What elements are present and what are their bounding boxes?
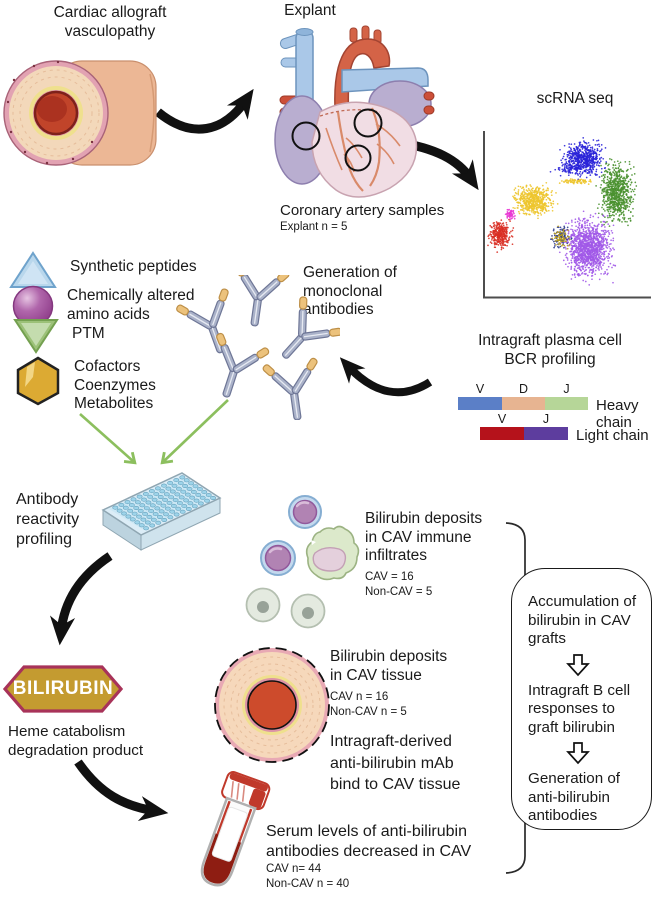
bilirubin-hexagon-shape — [2, 665, 124, 713]
serum-finding-counts: CAV n= 44 Non-CAV n = 40 — [266, 863, 350, 890]
heavy-j-label: J — [563, 382, 570, 396]
heart-icon — [274, 25, 435, 198]
immune-finding-counts: CAV = 16 Non-CAV = 5 — [365, 571, 433, 598]
light-v-segment — [480, 427, 524, 440]
bilirubin-hexagon-icon — [2, 665, 124, 713]
heavy-d-segment — [502, 397, 545, 410]
lymphocyte-icon — [288, 495, 322, 529]
arrow-plate-to-bilirubin-icon — [49, 552, 113, 646]
immune-finding-title: Bilirubin deposits in CAV immune infiltr… — [365, 510, 483, 565]
monoclonal-label: Generation of monoclonal antibodies — [303, 264, 397, 319]
immune-cells-icon — [245, 495, 360, 629]
legend-label: Chemically altered amino acids — [67, 287, 195, 323]
down-block-arrow-icon — [566, 742, 590, 765]
bilirubin-caption: Heme catabolism degradation product — [8, 723, 144, 759]
cav-title: Cardiac allograft vasculopathy — [53, 4, 167, 40]
umap-plot — [483, 131, 651, 299]
hexagon-icon — [16, 356, 60, 406]
vessel-cylinder-icon — [3, 60, 157, 166]
antibody-cluster-icon — [173, 275, 340, 420]
mab-finding-title: Intragraft-derived anti-bilirubin mAb bi… — [330, 733, 461, 794]
lymphocyte-icon — [260, 540, 296, 576]
bilirubin-badge: BILIRUBIN — [2, 664, 124, 714]
heavy-chain-caption: Heavy chain — [596, 397, 639, 431]
green-arrow-antibodies-icon — [160, 399, 229, 465]
legend-item-chem-altered: Chemically altered amino acids — [11, 284, 195, 328]
legend-label: PTM — [72, 325, 105, 342]
heavy-j-segment — [545, 397, 588, 410]
light-j-segment — [524, 427, 568, 440]
heavy-v-label: V — [475, 382, 485, 396]
heavy-v-segment — [458, 397, 502, 410]
arrow-bilirubin-to-tube-icon — [74, 759, 169, 821]
explant-label: Explant — [284, 2, 336, 19]
light-j-label: J — [542, 412, 550, 426]
tissue-finding-title: Bilirubin deposits in CAV tissue — [330, 648, 448, 684]
legend-item-cofactors: Cofactors Coenzymes Metabolites — [14, 356, 156, 414]
serum-finding-title: Serum levels of anti-bilirubin antibodie… — [266, 823, 472, 860]
summary-step-2: Intragraft B cell responses to graft bil… — [528, 681, 631, 736]
summary-step-1: Accumulation of bilirubin in CAV grafts — [528, 593, 637, 648]
bilirubin-badge-label: BILIRUBIN — [12, 678, 114, 699]
triangle-down-icon — [13, 319, 59, 354]
monocyte-icon — [245, 587, 281, 623]
coronary-caption: Coronary artery samples — [280, 202, 445, 219]
reactivity-label: Antibody reactivity profiling — [16, 491, 80, 548]
green-arrow-antigens-icon — [79, 413, 137, 465]
summary-box: Accumulation of bilirubin in CAV grafts … — [511, 568, 652, 830]
macrophage-icon — [305, 525, 360, 581]
heavy-d-label: D — [518, 382, 529, 396]
umap-dots — [487, 137, 638, 286]
legend-label: Cofactors Coenzymes Metabolites — [74, 358, 156, 413]
scrna-label: scRNA seq — [536, 90, 614, 107]
light-chain-caption: Light chain — [576, 427, 649, 444]
legend-item-synthetic-peptides: Synthetic peptides — [8, 250, 197, 290]
arrow-bcr-to-antibodies-icon — [339, 357, 433, 397]
light-v-label: V — [497, 412, 507, 426]
summary-step-3: Generation of anti-bilirubin antibodies — [528, 770, 621, 825]
vessel-cross-section-icon — [214, 647, 330, 763]
down-block-arrow-icon — [566, 653, 590, 676]
monocyte-icon — [290, 593, 326, 629]
explant-n: Explant n = 5 — [280, 221, 348, 233]
bcr-title: Intragraft plasma cell BCR profiling — [478, 332, 622, 368]
legend-label: Synthetic peptides — [70, 258, 197, 275]
tissue-finding-counts: CAV n = 16 Non-CAV n = 5 — [330, 691, 407, 718]
blood-tube-icon — [174, 764, 284, 900]
arrow-vessel-to-heart-icon — [155, 88, 254, 134]
legend-item-ptm: PTM — [12, 318, 105, 354]
microplate-icon — [101, 472, 222, 551]
